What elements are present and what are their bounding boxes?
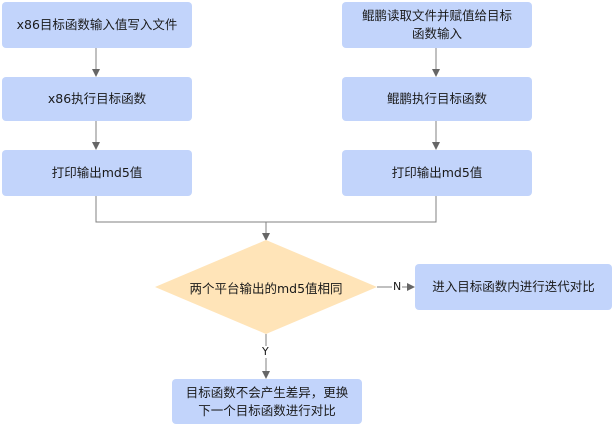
merge-connector	[95, 196, 437, 223]
right-step-2-box: 鲲鹏执行目标函数	[342, 77, 532, 121]
right-step-3-text: 打印输出md5值	[391, 165, 483, 180]
left-step-1-box: x86目标函数输入值写入文件	[2, 2, 192, 48]
decision-diamond	[155, 240, 377, 334]
left-step-2-text: x86执行目标函数	[47, 91, 147, 106]
yes-result-text: 目标函数不会产生差异，更换下一个目标函数进行对比	[185, 384, 349, 418]
left-step-1-text: x86目标函数输入值写入文件	[16, 17, 178, 32]
decision-question: 两个平台输出的md5值相同	[189, 280, 343, 296]
right-step-1-box: 鲲鹏读取文件并赋值给目标函数输入	[342, 2, 532, 48]
left-step-2-box: x86执行目标函数	[2, 77, 192, 121]
right-step-1-text: 鲲鹏读取文件并赋值给目标函数输入	[361, 8, 512, 41]
no-label: N	[392, 280, 403, 293]
right-step-2-text: 鲲鹏执行目标函数	[386, 91, 487, 106]
left-step-3-box: 打印输出md5值	[2, 150, 192, 196]
yes-result-box: 目标函数不会产生差异，更换下一个目标函数进行对比	[172, 379, 362, 424]
left-step-3-text: 打印输出md5值	[51, 165, 143, 180]
decision-label: 两个平台输出的md5值相同	[155, 240, 377, 334]
no-result-text: 进入目标函数内进行迭代对比	[432, 279, 595, 294]
right-step-3-box: 打印输出md5值	[342, 150, 532, 196]
yes-label: Y	[261, 345, 270, 358]
no-result-box: 进入目标函数内进行迭代对比	[415, 264, 612, 310]
